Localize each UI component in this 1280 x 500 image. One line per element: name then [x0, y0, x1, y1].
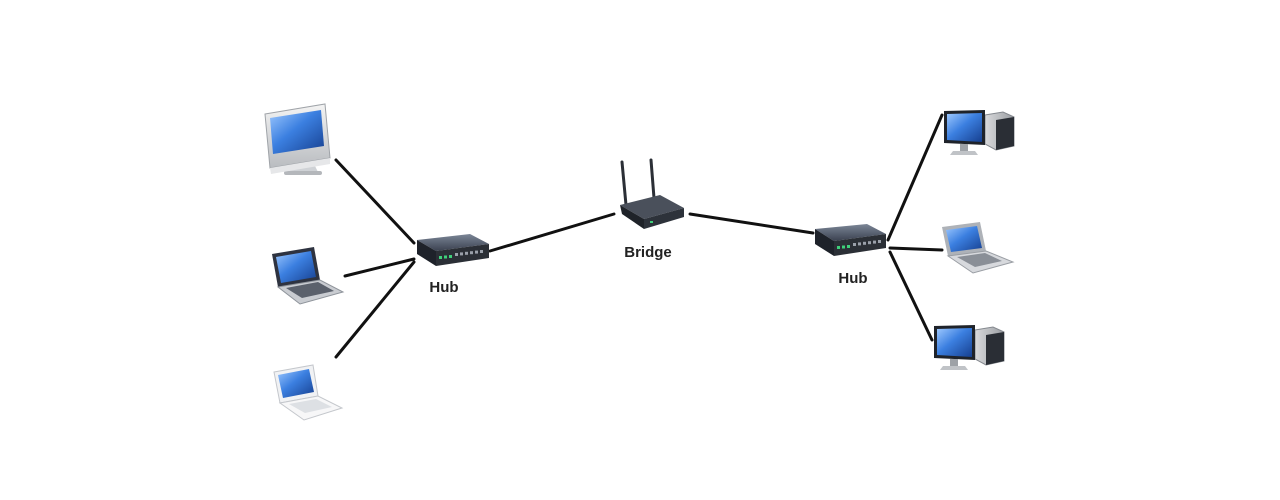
link-bridge-hub — [688, 212, 815, 235]
link-hub-pc-bottom — [888, 250, 934, 342]
laptop-icon — [273, 364, 344, 421]
laptop-icon — [942, 222, 1015, 274]
link-hub-pc-top — [886, 113, 944, 242]
hub-icon — [815, 224, 886, 256]
bridge-label: Bridge — [624, 244, 672, 261]
hub-right-label: Hub — [838, 270, 867, 287]
desktop-tower-icon — [944, 110, 1015, 155]
link-imac-hub — [334, 158, 416, 245]
hub-left-label: Hub — [429, 279, 458, 296]
link-laptop-hub — [343, 257, 416, 278]
links — [334, 113, 944, 359]
laptop-icon — [272, 247, 345, 305]
wireless-bridge-icon — [620, 158, 684, 229]
link-hub-laptop-right — [888, 246, 944, 252]
link-laptop-white-hub — [334, 260, 416, 359]
desktop-monitor-icon — [264, 103, 331, 175]
hub-icon — [417, 234, 489, 266]
link-hub-bridge — [488, 212, 616, 253]
desktop-tower-icon — [934, 325, 1005, 370]
